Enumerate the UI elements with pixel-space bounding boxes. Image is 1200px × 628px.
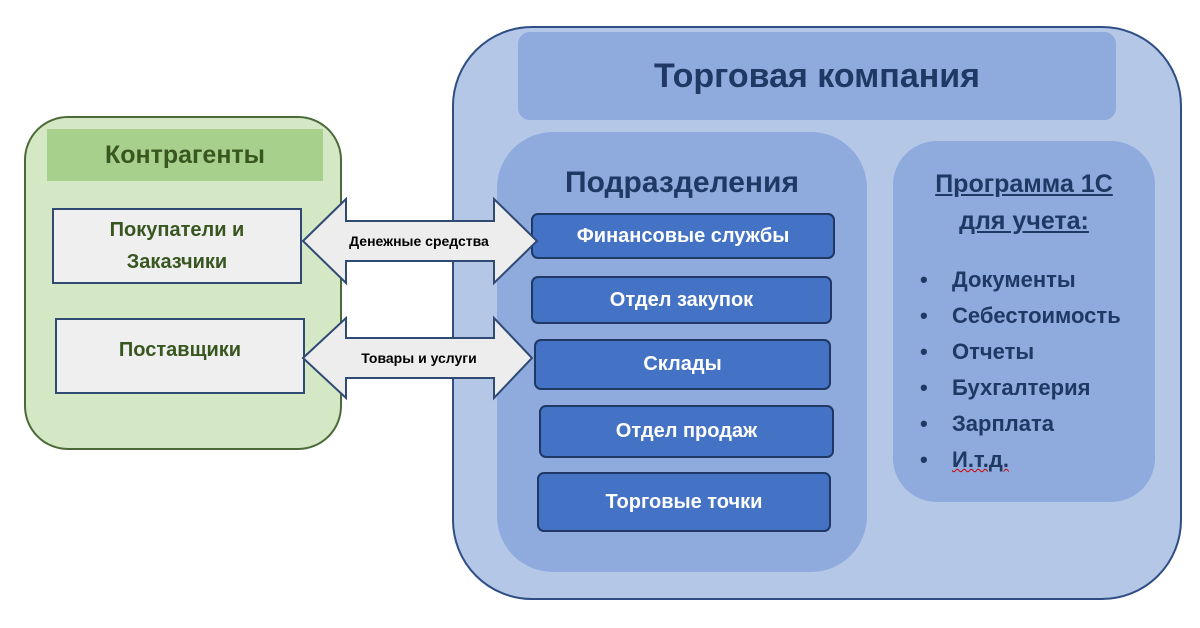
program-item-label: И.т.д. (952, 447, 1009, 472)
buyers-label-line2: Заказчики (126, 251, 228, 273)
program-panel (893, 141, 1155, 502)
program-list: • Документы • Себестоимость • Отчеты • Бухга… (920, 262, 1150, 478)
goods-double-arrow (301, 315, 534, 401)
buyers-label-line1: Покупатели и (109, 219, 245, 241)
program-item: • Себестоимость (920, 298, 1150, 334)
department-sales: Отдел продаж (539, 405, 834, 458)
bullet-icon: • (920, 447, 928, 472)
counterparties-title: Контрагенты (47, 129, 323, 181)
bullet-icon: • (920, 411, 928, 436)
buyers-box: Покупатели и Заказчики (52, 208, 302, 284)
program-item: • Документы (920, 262, 1150, 298)
program-item-label: Зарплата (952, 411, 1054, 436)
divisions-title: Подразделения (565, 166, 799, 199)
department-purchasing: Отдел закупок (531, 276, 832, 324)
program-item: • И.т.д. (920, 442, 1150, 478)
program-item-label: Отчеты (952, 339, 1035, 364)
program-item-label: Бухгалтерия (952, 375, 1091, 400)
bullet-icon: • (920, 303, 928, 328)
bullet-icon: • (920, 375, 928, 400)
suppliers-label: Поставщики (118, 339, 242, 361)
bullet-icon: • (920, 339, 928, 364)
department-warehouses: Склады (534, 339, 831, 390)
department-retail-points: Торговые точки (537, 472, 831, 532)
goods-flow-label: Товары и услуги (361, 350, 477, 366)
program-title: Программа 1С для учета: (893, 166, 1155, 240)
money-double-arrow (301, 196, 539, 286)
program-title-line1: Программа 1С (935, 170, 1113, 198)
suppliers-box: Поставщики (55, 318, 305, 394)
program-title-line2: для учета: (959, 207, 1089, 235)
money-flow-label: Денежные средства (349, 233, 489, 249)
department-finance: Финансовые службы (531, 213, 835, 259)
program-item: • Отчеты (920, 334, 1150, 370)
program-item-label: Себестоимость (952, 303, 1121, 328)
program-item: • Зарплата (920, 406, 1150, 442)
program-item-label: Документы (952, 267, 1076, 292)
program-item: • Бухгалтерия (920, 370, 1150, 406)
bullet-icon: • (920, 267, 928, 292)
company-title: Торговая компания (518, 32, 1116, 120)
